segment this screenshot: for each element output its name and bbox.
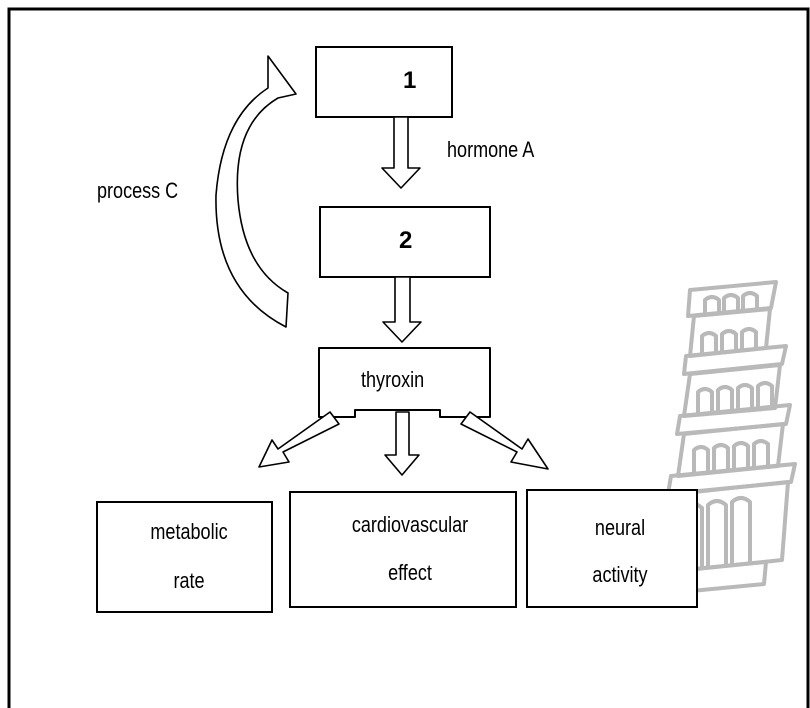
- hormone-a-label: hormone A: [447, 137, 535, 162]
- leaning-tower-icon: [658, 280, 797, 596]
- cardiovascular-label-line2: effect: [388, 560, 432, 585]
- cardiovascular-effect-box: [289, 491, 517, 608]
- arrow-to-cardiovascular: [384, 411, 420, 476]
- neural-activity-box: [526, 489, 698, 608]
- arrow-to-neural: [460, 411, 549, 470]
- neural-activity-label-line2: activity: [592, 562, 648, 587]
- metabolic-rate-label-line1: metabolic: [150, 519, 228, 544]
- metabolic-rate-label-line2: rate: [173, 568, 205, 593]
- arrow-1-to-2: [381, 116, 421, 189]
- box-1: [315, 46, 453, 118]
- arrow-2-to-thyroxin: [382, 276, 422, 343]
- metabolic-rate-box: [96, 501, 273, 613]
- process-c-arrow: [215, 55, 297, 328]
- outer-frame: [7, 7, 810, 708]
- box-2-label: 2: [399, 227, 413, 254]
- neural-activity-label-line1: neural: [594, 515, 646, 540]
- thyroxin-label: thyroxin: [361, 367, 425, 392]
- box-2: [319, 206, 491, 278]
- box-1-label: 1: [403, 67, 417, 94]
- cardiovascular-label-line1: cardiovascular: [351, 512, 469, 537]
- process-c-label: process C: [97, 178, 179, 203]
- arrow-to-metabolic: [258, 411, 340, 468]
